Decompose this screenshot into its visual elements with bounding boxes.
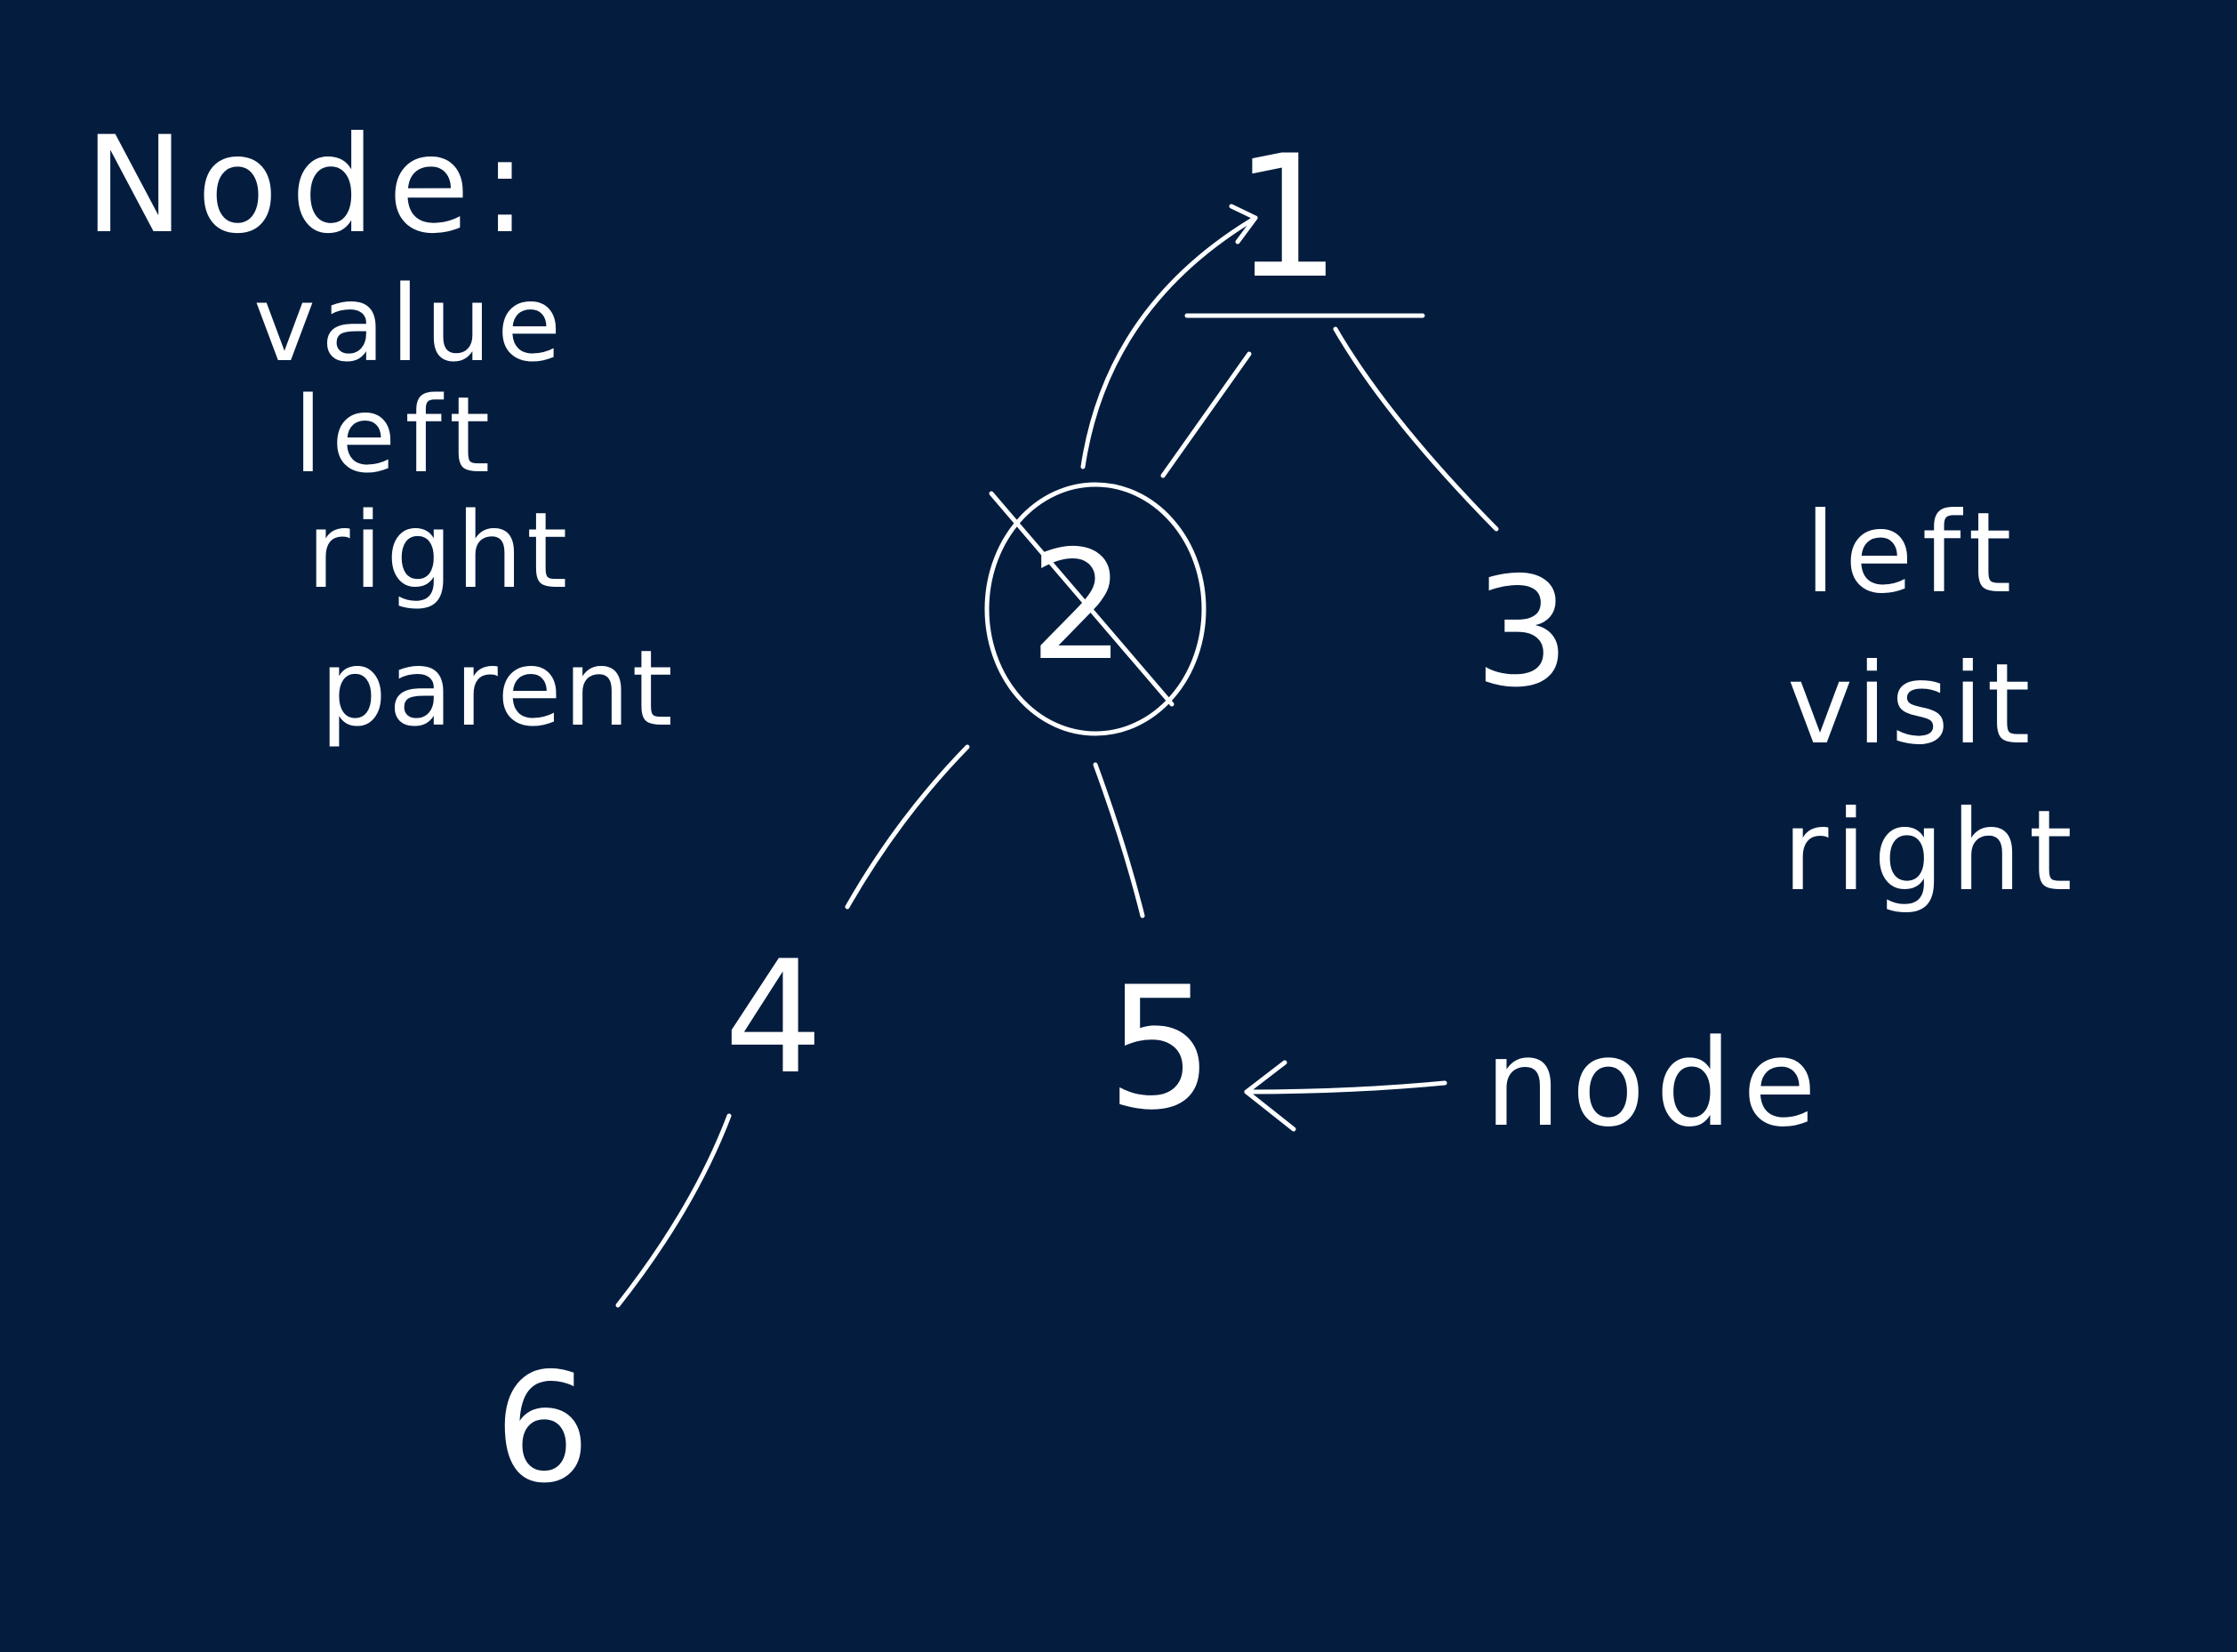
visited-cross-out: [989, 491, 1175, 707]
tree-node-3: 3: [1474, 545, 1570, 721]
node-pointer-arrow: [1244, 1080, 1447, 1095]
tree-node-6: 6: [494, 1341, 590, 1517]
node-field-value: value: [253, 262, 566, 385]
traversal-step-visit: visit: [1787, 640, 2034, 769]
node-pointer-arrow-head: [1244, 1060, 1296, 1132]
node-pointer-label: node: [1485, 1014, 1827, 1153]
parent-arrow: [1080, 215, 1258, 469]
edge-4-6: [615, 1113, 732, 1308]
edge-1-3: [1333, 326, 1499, 532]
tree-node-2: 2: [1030, 518, 1126, 694]
node-field-parent: parent: [320, 627, 675, 750]
edge-1-2: [1160, 351, 1252, 478]
parent-arrow-head: [1229, 204, 1258, 245]
traversal-step-right: right: [1783, 787, 2080, 916]
edge-2-4: [845, 744, 970, 910]
node-field-left: left: [293, 373, 499, 496]
tree-node-4: 4: [724, 928, 822, 1109]
traversal-step-left: left: [1805, 489, 2020, 618]
tree-node-1: 1: [1234, 119, 1342, 316]
node-field-right: right: [307, 489, 571, 612]
visited-circle: [984, 482, 1207, 736]
tree-node-5: 5: [1107, 950, 1215, 1147]
node-struct-title: Node:: [84, 108, 540, 263]
edge-2-5: [1093, 762, 1145, 918]
